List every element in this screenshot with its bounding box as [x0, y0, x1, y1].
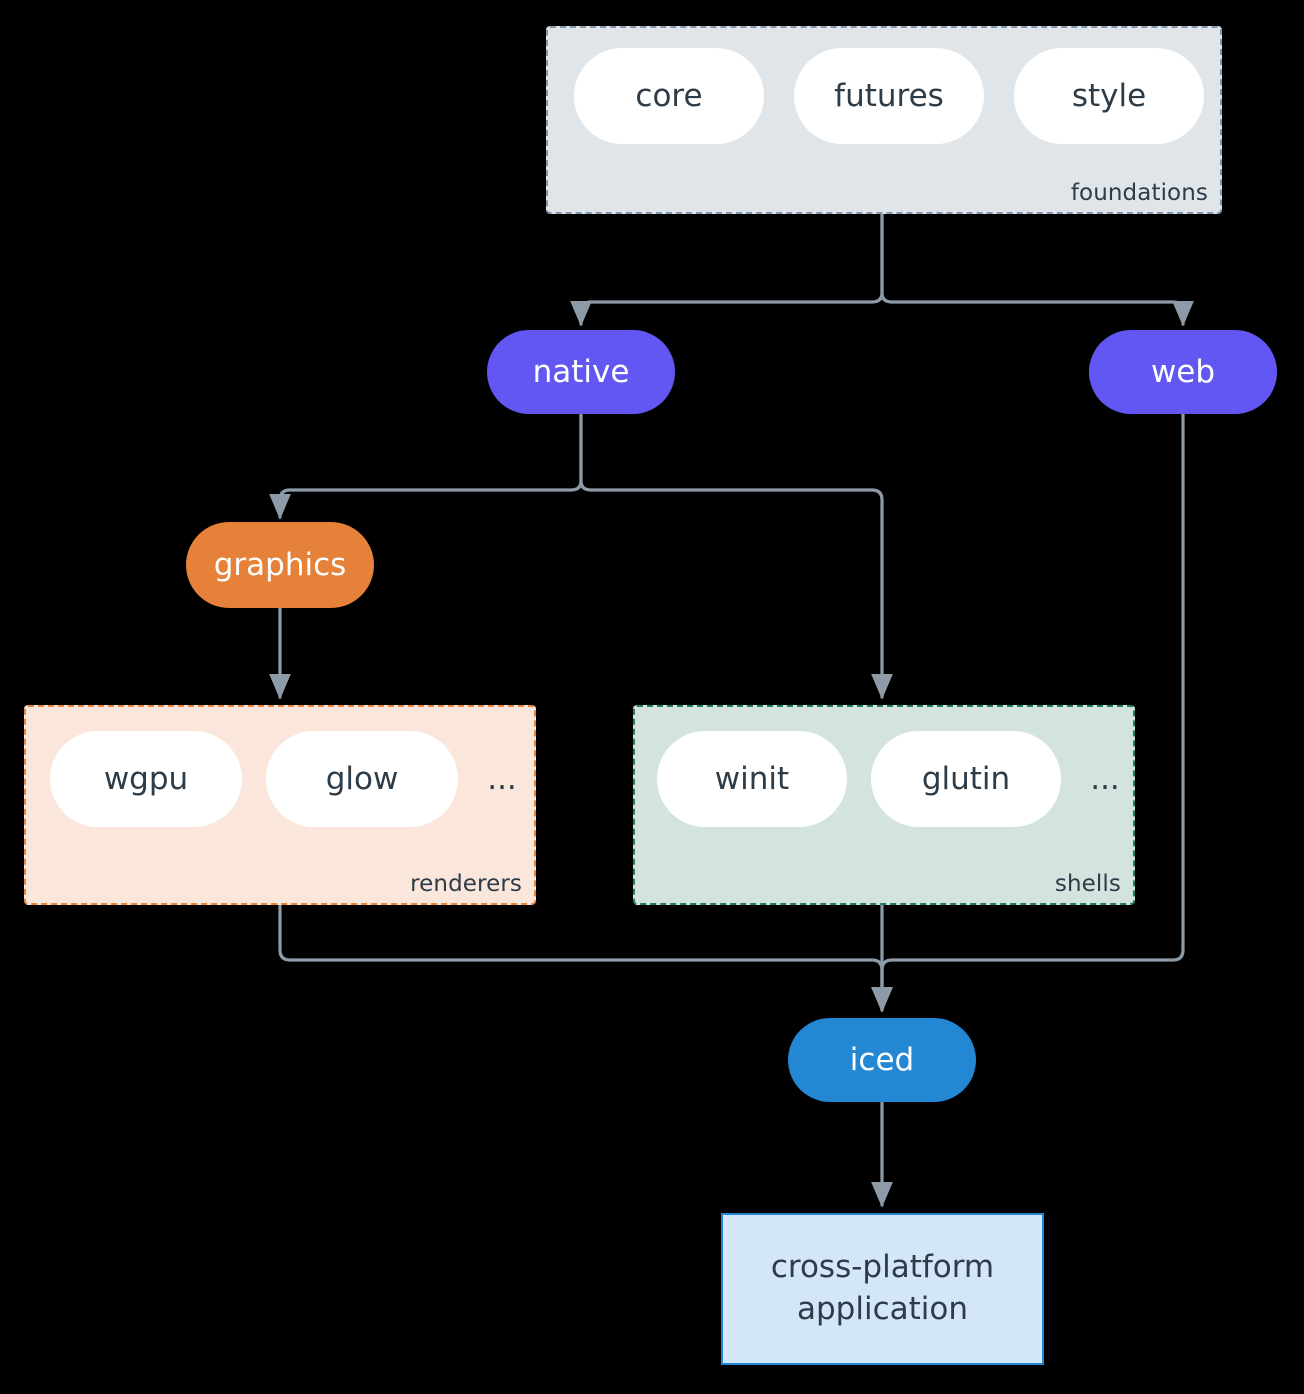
- pill-wgpu[interactable]: wgpu: [50, 731, 242, 827]
- cluster-foundations-label: foundations: [1070, 180, 1208, 206]
- pill-glow[interactable]: glow: [266, 731, 458, 827]
- pill-style[interactable]: style: [1014, 48, 1204, 144]
- renderers-ellipsis: ...: [487, 760, 517, 797]
- pill-glutin[interactable]: glutin: [871, 731, 1061, 827]
- pill-style-label: style: [1071, 78, 1147, 114]
- pill-winit-label: winit: [714, 761, 790, 797]
- cluster-shells-label: shells: [1054, 871, 1121, 897]
- edge-native-shells: [579, 412, 893, 700]
- node-native[interactable]: native: [487, 330, 675, 414]
- pill-glutin-label: glutin: [921, 761, 1011, 797]
- edge-web-iced: [871, 412, 1185, 1013]
- node-application-label-line2: application: [797, 1291, 968, 1327]
- pill-glow-label: glow: [325, 761, 399, 797]
- cluster-renderers-items: wgpu glow ...: [50, 731, 522, 827]
- cluster-foundations-items: core futures style: [574, 48, 1204, 144]
- cluster-shells: winit glutin ... shells: [633, 705, 1135, 905]
- node-application[interactable]: cross-platform application: [721, 1213, 1044, 1365]
- node-graphics-label: graphics: [213, 547, 347, 583]
- node-iced-label: iced: [849, 1042, 915, 1078]
- shells-ellipsis: ...: [1090, 760, 1120, 797]
- cluster-foundations: core futures style foundations: [546, 26, 1222, 214]
- pill-winit[interactable]: winit: [657, 731, 847, 827]
- node-native-label: native: [532, 354, 630, 390]
- pill-wgpu-label: wgpu: [103, 761, 189, 797]
- cluster-renderers-label: renderers: [410, 871, 522, 897]
- edge-foundations-native: [570, 212, 884, 327]
- cluster-renderers: wgpu glow ... renderers: [24, 705, 536, 905]
- node-application-label-line1: cross-platform: [770, 1249, 995, 1286]
- edge-foundations-web: [880, 212, 1194, 327]
- node-web-label: web: [1150, 354, 1216, 390]
- edge-renderers-iced: [278, 903, 893, 1013]
- pill-futures-label: futures: [834, 78, 944, 114]
- cluster-shells-items: winit glutin ...: [657, 731, 1125, 827]
- pill-core-label: core: [635, 78, 703, 114]
- pill-futures[interactable]: futures: [794, 48, 984, 144]
- node-web[interactable]: web: [1089, 330, 1277, 414]
- edge-native-graphics: [269, 412, 583, 520]
- node-iced[interactable]: iced: [788, 1018, 976, 1102]
- node-graphics[interactable]: graphics: [186, 522, 374, 608]
- pill-core[interactable]: core: [574, 48, 764, 144]
